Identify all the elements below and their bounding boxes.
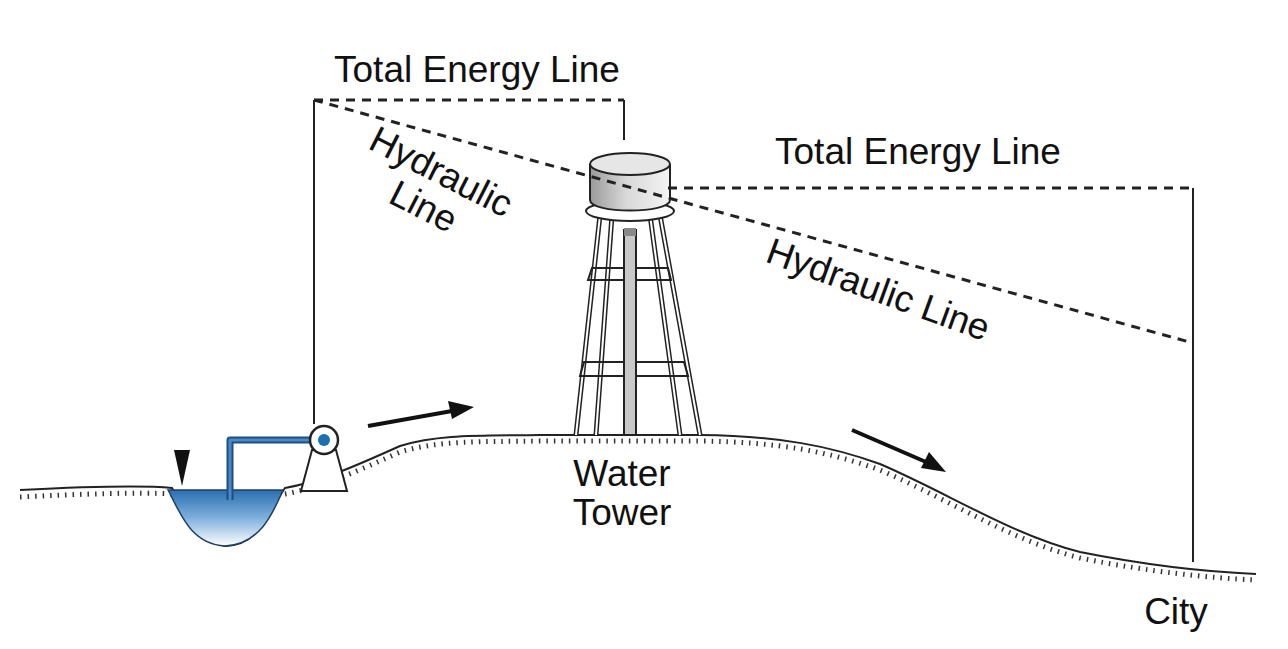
- hydraulic-line: [314, 100, 1193, 343]
- ground-hatch: [20, 441, 1256, 580]
- energy-line-label: Total Energy Line: [297, 51, 657, 90]
- total-energy-line-right: [668, 187, 1193, 190]
- water-tower: [576, 153, 700, 435]
- flow-arrow: [368, 401, 474, 426]
- pond-water: [168, 490, 283, 546]
- energy-drop-to-tower: [623, 100, 625, 140]
- water-level-marker: [174, 450, 190, 486]
- city-label: City: [1116, 593, 1236, 632]
- energy-vertical-left: [313, 100, 315, 424]
- pump-hub: [318, 434, 330, 446]
- ground-profile: [20, 435, 1256, 574]
- tower-label: Water Tower: [547, 455, 697, 533]
- energy-line-label: Total Energy Line: [738, 133, 1098, 172]
- total-energy-line-left: [314, 99, 624, 102]
- pump: [310, 426, 338, 454]
- flow-arrow: [852, 430, 946, 472]
- hydraulic-line-label: Hydraulic Line: [721, 217, 1035, 363]
- energy-vertical-right: [1192, 188, 1194, 562]
- pump-stand: [301, 450, 347, 491]
- hydraulic-line-label: Hydraulic Line: [325, 110, 538, 270]
